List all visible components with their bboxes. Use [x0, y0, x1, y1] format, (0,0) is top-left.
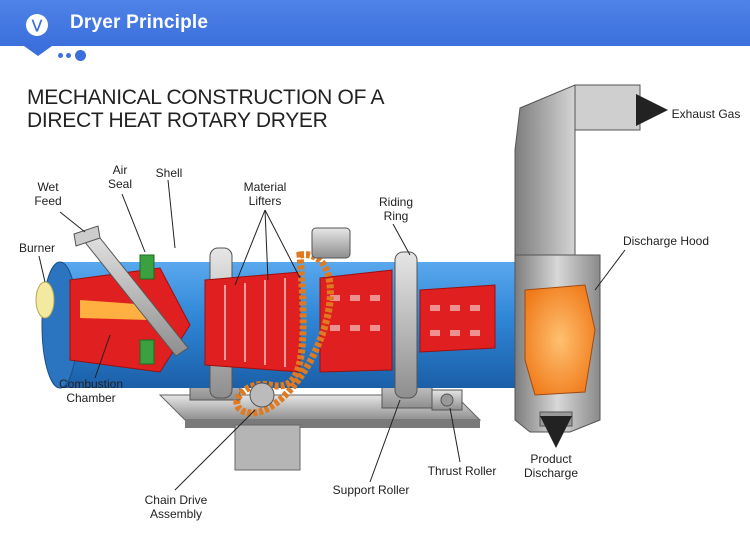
leader-wet-feed: [59, 211, 86, 233]
discharge-hood: [514, 84, 641, 433]
thrust-roller: [431, 389, 463, 411]
riding-ring-right: [394, 251, 418, 399]
label-material-lifters-line-1: Material: [243, 180, 287, 194]
label-combustion-chamber-line-1: Combustion: [58, 377, 124, 391]
header-notch: [24, 46, 52, 56]
leader-combustion: [94, 334, 111, 379]
leader-chain-drive: [174, 409, 256, 491]
leader-lifters-2: [264, 209, 269, 281]
label-combustion-chamber-line-2: Chamber: [66, 391, 116, 405]
leader-lifters-1: [234, 209, 266, 286]
label-riding-ring-line-1: Riding: [378, 195, 414, 209]
diagram-title-line-1: MECHANICAL CONSTRUCTION OF A: [27, 86, 385, 109]
label-chain-drive-assembly: Chain Drive Assembly: [140, 493, 212, 521]
label-air-seal-line-1: Air: [112, 163, 128, 177]
label-discharge-hood: Discharge Hood: [622, 234, 710, 248]
header-bar: ⋁ Dryer Principle: [0, 0, 750, 46]
label-support-roller: Support Roller: [332, 483, 410, 497]
header-title: Dryer Principle: [70, 12, 209, 33]
label-product-discharge: Product Discharge: [522, 452, 580, 480]
label-wet-feed-line-2: Feed: [34, 194, 62, 208]
chain-drive-assembly: [233, 227, 351, 417]
label-combustion-chamber: Combustion Chamber: [55, 377, 127, 405]
dot-large: [75, 50, 86, 61]
air-seal: [139, 254, 155, 365]
label-riding-ring: Riding Ring: [373, 195, 419, 223]
label-riding-ring-line-2: Ring: [383, 209, 409, 223]
wet-feed-chute: [73, 225, 189, 357]
leader-air-seal: [121, 193, 146, 253]
label-burner: Burner: [18, 241, 56, 255]
label-shell: Shell: [155, 166, 183, 180]
label-wet-feed: Wet Feed: [28, 180, 68, 208]
label-material-lifters-line-2: Lifters: [248, 194, 282, 208]
label-product-discharge-line-1: Product: [530, 452, 572, 466]
leader-lifters-3: [264, 209, 301, 279]
label-product-discharge-line-2: Discharge: [523, 466, 579, 480]
label-material-lifters: Material Lifters: [237, 180, 293, 208]
leader-riding-ring: [392, 223, 411, 256]
dot-small-1: [58, 53, 63, 58]
label-air-seal-line-2: Seal: [107, 177, 133, 191]
leader-discharge-hood: [594, 249, 626, 291]
leader-thrust-roller: [449, 407, 461, 463]
label-air-seal: Air Seal: [103, 163, 137, 191]
material-lifters-section-2: [319, 269, 496, 373]
material-lifters-section-1: [204, 271, 301, 373]
leader-support-roller: [369, 399, 401, 483]
leader-lines: [38, 179, 626, 491]
leader-burner: [38, 255, 46, 283]
leader-shell: [167, 179, 176, 249]
chevron-down-icon: ⋁: [26, 14, 48, 36]
label-chain-drive-line-2: Assembly: [149, 507, 202, 521]
diagram-title: MECHANICAL CONSTRUCTION OF A DIRECT HEAT…: [27, 86, 384, 132]
dot-small-2: [66, 53, 71, 58]
label-thrust-roller: Thrust Roller: [427, 464, 497, 478]
label-wet-feed-line-1: Wet: [37, 180, 59, 194]
combustion-chamber: [69, 267, 191, 373]
label-chain-drive-line-1: Chain Drive: [144, 493, 208, 507]
label-exhaust-gas: Exhaust Gas: [671, 107, 741, 121]
diagram-title-line-2: DIRECT HEAT ROTARY DRYER: [27, 109, 328, 132]
